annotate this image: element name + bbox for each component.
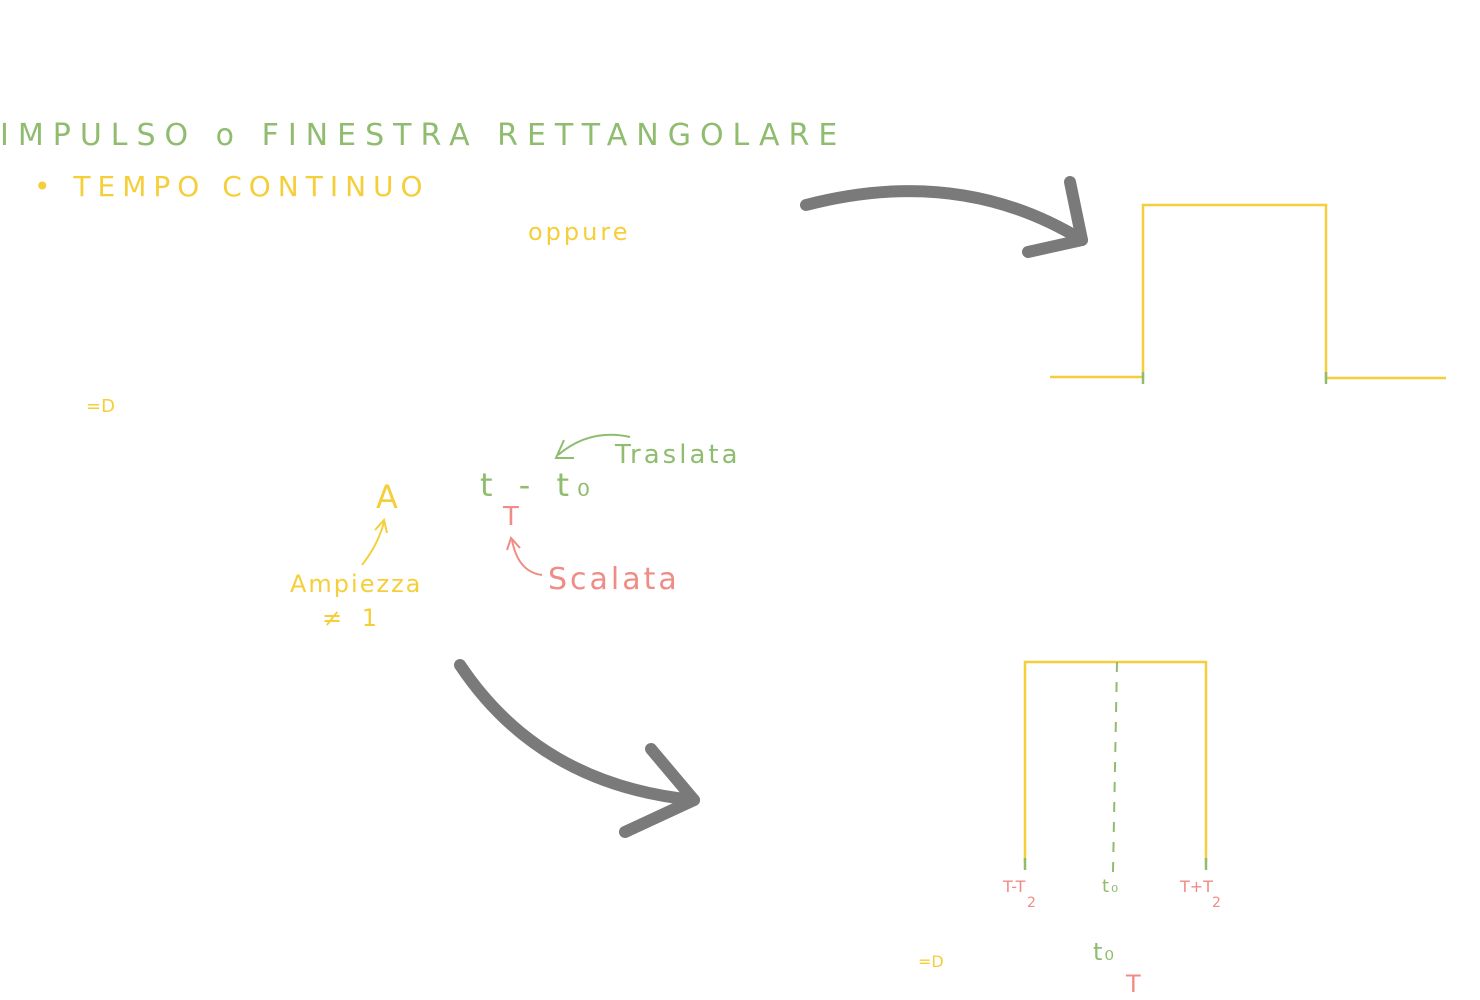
- traslata-arrowhead: [554, 439, 574, 459]
- scalata-arrow: [511, 539, 543, 576]
- oppure-label: oppure: [528, 218, 631, 246]
- big-arrow-bottom: [454, 659, 700, 838]
- scale-symbol: T: [503, 502, 521, 532]
- implies-symbol: =D: [86, 396, 115, 417]
- scaled-label: Scalata: [548, 562, 680, 597]
- shift-expression: t - t₀: [480, 466, 598, 504]
- translated-label: Traslata: [615, 440, 741, 470]
- rect-pulse-bottom: [1023, 660, 1208, 862]
- left-edge-numerator: T-T: [1003, 877, 1026, 896]
- right-edge-label: T+T 2: [1180, 877, 1221, 911]
- amplitude-condition: ≠ 1: [322, 604, 384, 632]
- bottom-t0-label: t₀: [1093, 938, 1117, 966]
- section-subtitle: • TEMPO CONTINUO: [34, 170, 430, 203]
- scalata-arrowhead: [506, 536, 521, 551]
- big-arrow-top: [800, 176, 1088, 258]
- ampiezza-arrow: [361, 521, 385, 566]
- amplitude-symbol: A: [376, 478, 400, 516]
- right-edge-numerator: T+T: [1180, 877, 1213, 896]
- rect-pulse-top: [1050, 203, 1446, 380]
- page-title: IMPULSO o FINESTRA RETTANGOLARE: [0, 118, 847, 153]
- ampiezza-arrowhead: [374, 517, 388, 534]
- traslata-arrow: [557, 433, 631, 456]
- bottom-T-label: T: [1126, 970, 1143, 998]
- right-edge-denominator: 2: [1212, 895, 1221, 911]
- left-edge-denominator: 2: [1027, 895, 1036, 911]
- amplitude-label: Ampiezza: [290, 570, 423, 598]
- implies-symbol-bottom: =D: [918, 952, 944, 971]
- center-time-label: t₀: [1102, 876, 1121, 897]
- center-dashed-line: [1112, 661, 1118, 873]
- left-edge-label: T-T 2: [1003, 877, 1036, 911]
